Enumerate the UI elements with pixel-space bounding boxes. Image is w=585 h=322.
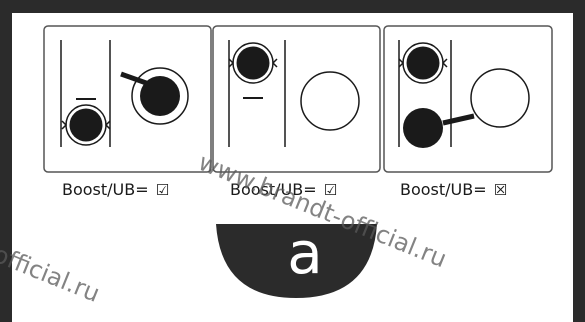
panel-1-border [43, 25, 212, 173]
panel-1-arrow-left [61, 120, 68, 130]
panel-3-bridge [442, 113, 475, 126]
panel-2-arrow-left [228, 58, 235, 68]
panel-3-arrow-right [441, 58, 448, 68]
panel-1 [43, 25, 212, 173]
panel-2-arrow-right [271, 58, 278, 68]
panel-3-zone-lower-active [403, 108, 443, 148]
panel-1-bridge [120, 71, 150, 87]
panel-3-caption-text: Boost/UB= [400, 180, 487, 199]
panel-1-zone-right-active [140, 76, 180, 116]
panel-3-zone-right-inactive [470, 68, 530, 128]
panel-3-zone-upper-active [406, 46, 440, 80]
panel-3-caption: Boost/UB= ☒ [400, 180, 507, 199]
panel-1-zone-lower-active [69, 108, 103, 142]
panel-2-caption-text: Boost/UB= [230, 180, 317, 199]
badge-letter: a [287, 219, 323, 287]
panel-2-caption: Boost/UB= ☑ [230, 180, 337, 199]
panel-2 [212, 25, 381, 173]
checkbox-crossed-icon: ☒ [493, 181, 508, 199]
panel-1-arrow-right [104, 120, 111, 130]
panel-2-zone-upper-active [236, 46, 270, 80]
badge-shape [216, 224, 377, 298]
panel-3 [383, 25, 553, 173]
panel-2-zone-right-inactive [300, 71, 360, 131]
panel-2-border [212, 25, 381, 173]
checkbox-checked-icon: ☑ [323, 181, 338, 199]
checkbox-checked-icon: ☑ [155, 181, 170, 199]
panel-1-caption-text: Boost/UB= [62, 180, 149, 199]
panel-1-caption: Boost/UB= ☑ [62, 180, 169, 199]
panel-1-zone-right-ring [131, 67, 189, 125]
panel-3-arrow-left [398, 58, 405, 68]
